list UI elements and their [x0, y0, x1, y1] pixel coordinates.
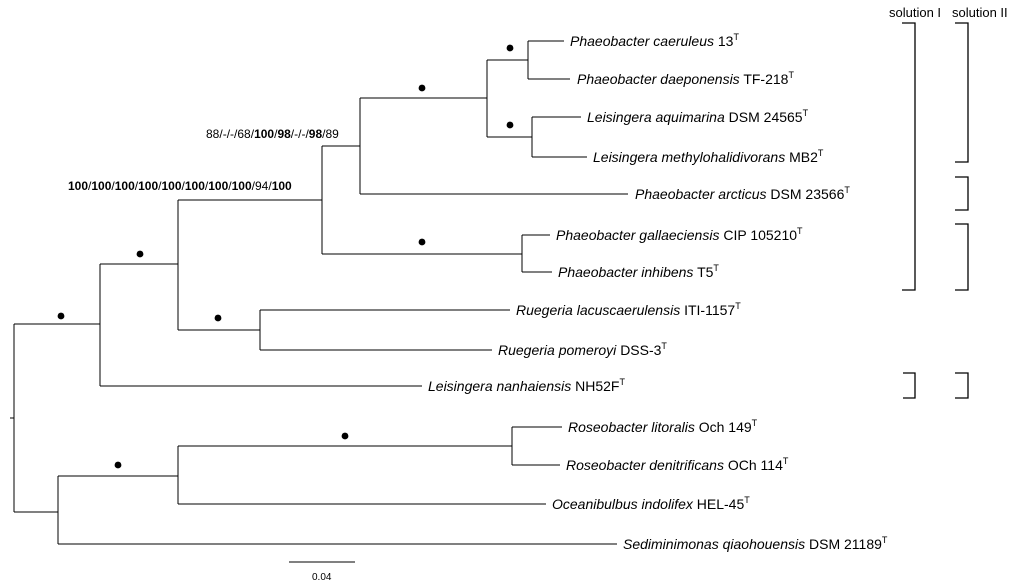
support-dot	[341, 432, 349, 440]
taxon-label: Ruegeria pomeroyi DSS-3T	[498, 341, 667, 358]
solution-2-bracket	[955, 176, 969, 211]
taxon-label: Phaeobacter gallaeciensis CIP 105210T	[556, 226, 803, 243]
support-values-upper: 88/-/-/68/100/98/-/-/98/89	[206, 127, 339, 141]
support-values-lower: 100/100/100/100/100/100/100/100/94/100	[68, 179, 292, 193]
taxon-label: Ruegeria lacuscaerulensis ITI-1157T	[516, 301, 741, 318]
taxon-label: Leisingera aquimarina DSM 24565T	[587, 108, 809, 125]
support-dot	[418, 238, 426, 246]
solution-2-header: solution II	[952, 5, 1008, 20]
support-dot	[214, 314, 222, 322]
taxon-label: Roseobacter litoralis Och 149T	[568, 418, 758, 435]
solution-2-bracket	[955, 372, 969, 399]
taxon-label: Roseobacter denitrificans OCh 114T	[566, 456, 789, 473]
solution-1-bracket	[903, 372, 916, 399]
taxon-label: Oceanibulbus indolifex HEL-45T	[552, 495, 750, 512]
scale-bar-label: 0.04	[312, 572, 332, 583]
taxon-label: Leisingera methylohalidivorans MB2T	[593, 148, 824, 165]
taxon-label: Leisingera nanhaiensis NH52FT	[428, 377, 625, 394]
taxon-label: Phaeobacter inhibens T5T	[558, 263, 719, 280]
taxon-label: Phaeobacter daeponensis TF-218T	[577, 70, 794, 87]
taxon-label: Phaeobacter caeruleus 13T	[570, 32, 739, 49]
support-dot	[418, 84, 426, 92]
support-dot	[57, 312, 65, 320]
support-dot	[114, 461, 122, 469]
taxon-label: Sediminimonas qiaohouensis DSM 21189T	[623, 535, 888, 552]
support-dot	[506, 44, 514, 52]
solution-2-bracket	[955, 223, 969, 291]
taxon-label: Phaeobacter arcticus DSM 23566T	[635, 185, 850, 202]
support-dot	[136, 250, 144, 258]
solution-1-header: solution I	[889, 5, 941, 20]
solution-1-bracket	[902, 22, 916, 291]
solution-2-bracket	[955, 22, 969, 163]
support-dot	[506, 121, 514, 129]
